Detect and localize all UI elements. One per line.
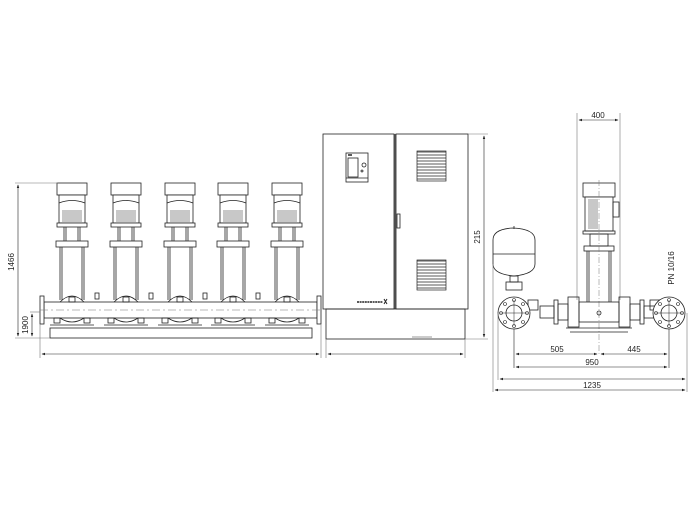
control-cabinet (322, 133, 488, 358)
dim-manifold-height: 1900 (21, 316, 30, 334)
pressure-tank (492, 226, 536, 291)
control-panel-display (345, 152, 369, 183)
vent-upper (416, 150, 447, 182)
dim-inlet-to-center: 505 (550, 345, 564, 354)
dim-cabinet-height: 215 (473, 230, 482, 244)
grundfos-logo (357, 298, 388, 305)
pump-side-view (492, 113, 688, 392)
dim-overall-depth: 1235 (583, 381, 601, 390)
vent-lower (416, 259, 447, 291)
dim-total-height: 1466 (7, 253, 16, 271)
dim-flange-span: 950 (585, 358, 599, 367)
pump-front-view: 1466 1900 (7, 182, 322, 358)
pressure-rating-label: PN 10/16 (667, 251, 676, 285)
dim-center-to-outlet: 445 (627, 345, 641, 354)
dim-motor-width: 400 (591, 111, 605, 120)
